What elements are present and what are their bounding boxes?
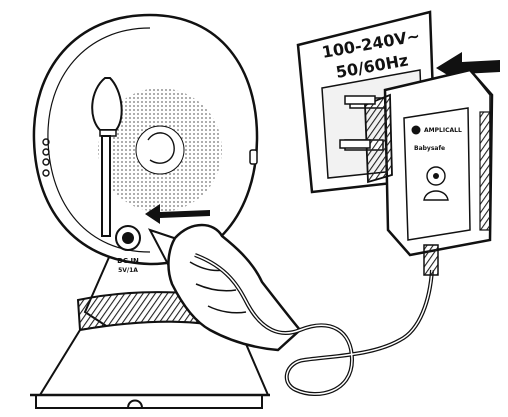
baby-monitor-camera-icon: DC IN 5V/1A (34, 15, 257, 274)
adapter-brand-line1: AMPLICALL (424, 127, 462, 134)
dc-jack (116, 226, 140, 250)
adapter-brand-line2: Babysafe (414, 145, 445, 152)
dc-jack-label-line2: 5V/1A (118, 267, 138, 274)
side-button (250, 150, 257, 164)
brand-logo (412, 126, 421, 135)
dc-jack-label-line1: DC IN (117, 257, 139, 265)
